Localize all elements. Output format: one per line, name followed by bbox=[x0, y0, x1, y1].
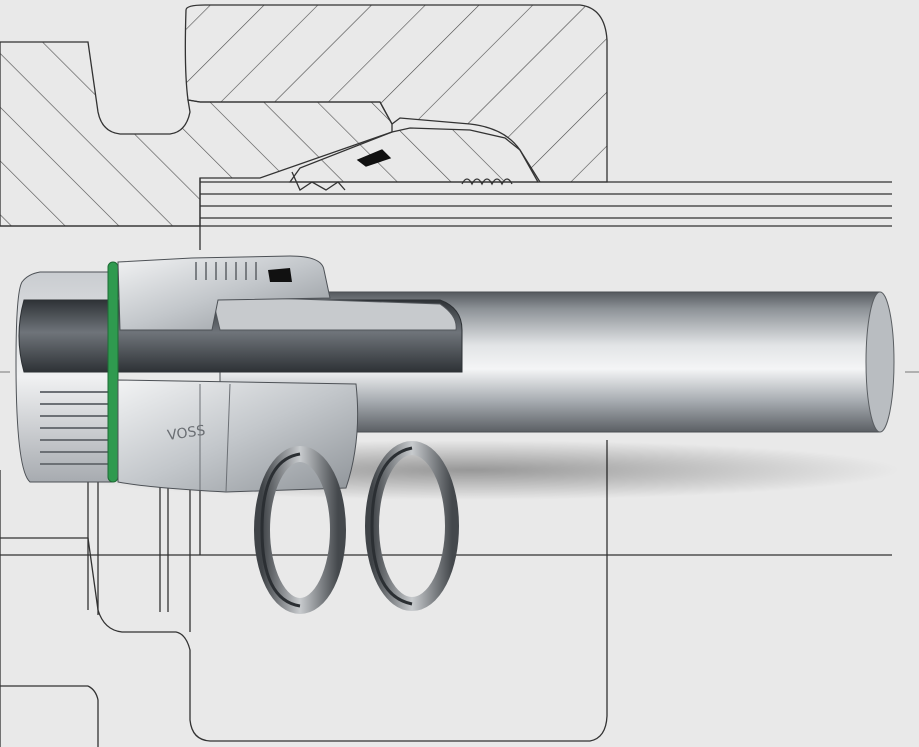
nut-seal-black bbox=[268, 268, 292, 282]
o-ring-seal bbox=[107, 261, 119, 483]
brand-stamp: VOSS bbox=[166, 423, 206, 444]
section-seal bbox=[356, 149, 392, 167]
nut-thread bbox=[195, 262, 257, 280]
union-nut-lower bbox=[117, 379, 359, 493]
bottom-body-outline bbox=[0, 440, 608, 742]
body-thread bbox=[40, 391, 112, 465]
section-nut-hatch bbox=[184, 4, 608, 183]
rendered-fitting: VOSS bbox=[15, 255, 900, 614]
section-view-bottom bbox=[0, 440, 892, 747]
cone-cut bbox=[211, 295, 457, 331]
section-body-hatch bbox=[0, 41, 393, 227]
cutting-ring-1 bbox=[254, 446, 346, 614]
section-cutting-edges bbox=[291, 171, 346, 191]
cutting-ring-2 bbox=[365, 441, 459, 611]
section-ferrule-hatch bbox=[288, 127, 540, 183]
section-view-top bbox=[0, 4, 892, 250]
